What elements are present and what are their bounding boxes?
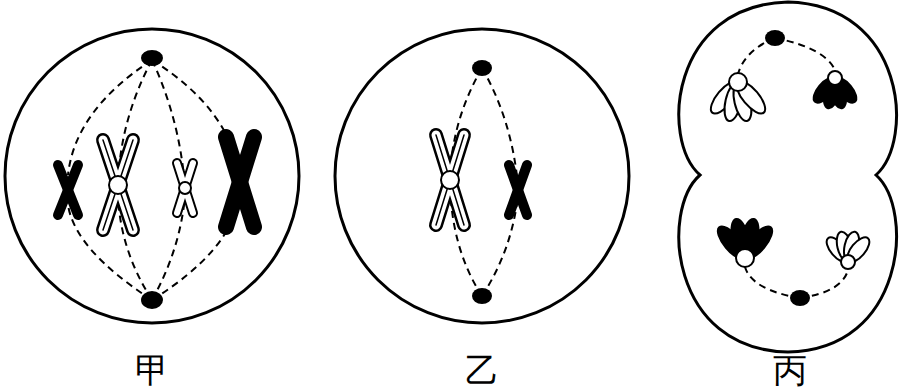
centrosome	[141, 30, 810, 309]
chromosome	[436, 135, 527, 225]
dividing-cell-membrane	[679, 2, 897, 352]
cell-label: 乙	[465, 353, 499, 387]
spindle-fibers	[68, 38, 848, 300]
chromosome	[706, 71, 873, 269]
cell-label: 丙	[773, 353, 807, 387]
cell-membrane	[5, 29, 299, 323]
chromosome	[58, 137, 254, 230]
cell-label: 甲	[135, 353, 169, 387]
cell-membrane	[335, 29, 629, 323]
